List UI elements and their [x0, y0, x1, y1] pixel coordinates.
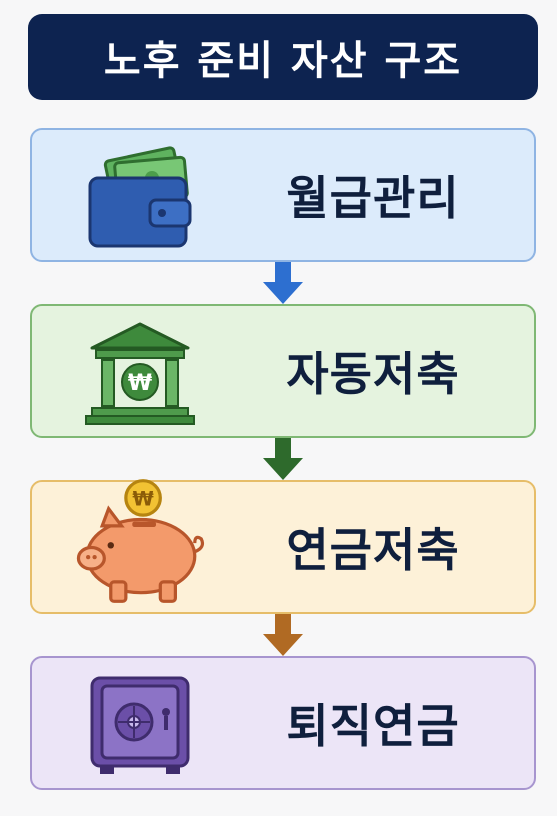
step-card-retirement-pension: 퇴직연금	[30, 656, 536, 790]
page-title: 노후 준비 자산 구조	[28, 14, 538, 100]
piggy-bank-icon: ₩	[76, 479, 205, 603]
step-label: 자동저축	[286, 347, 460, 401]
won-symbol: ₩	[128, 371, 152, 396]
title-text: 노후 준비 자산 구조	[103, 38, 463, 84]
safe-icon	[90, 676, 190, 774]
arrow-down-icon	[263, 438, 303, 480]
arrow-down-icon	[263, 262, 303, 304]
step-card-auto-saving: ₩ 자동저축	[30, 304, 536, 438]
step-label: 퇴직연금	[286, 699, 460, 753]
step-label: 연금저축	[286, 523, 460, 577]
step-card-pension-saving: ₩ 연금저축	[30, 479, 536, 614]
wallet-icon	[88, 146, 192, 248]
step-label: 월급관리	[286, 171, 460, 225]
step-card-salary: 월급관리	[30, 128, 536, 262]
won-symbol: ₩	[132, 487, 154, 510]
bank-icon: ₩	[85, 322, 195, 425]
arrow-down-icon	[263, 614, 303, 656]
